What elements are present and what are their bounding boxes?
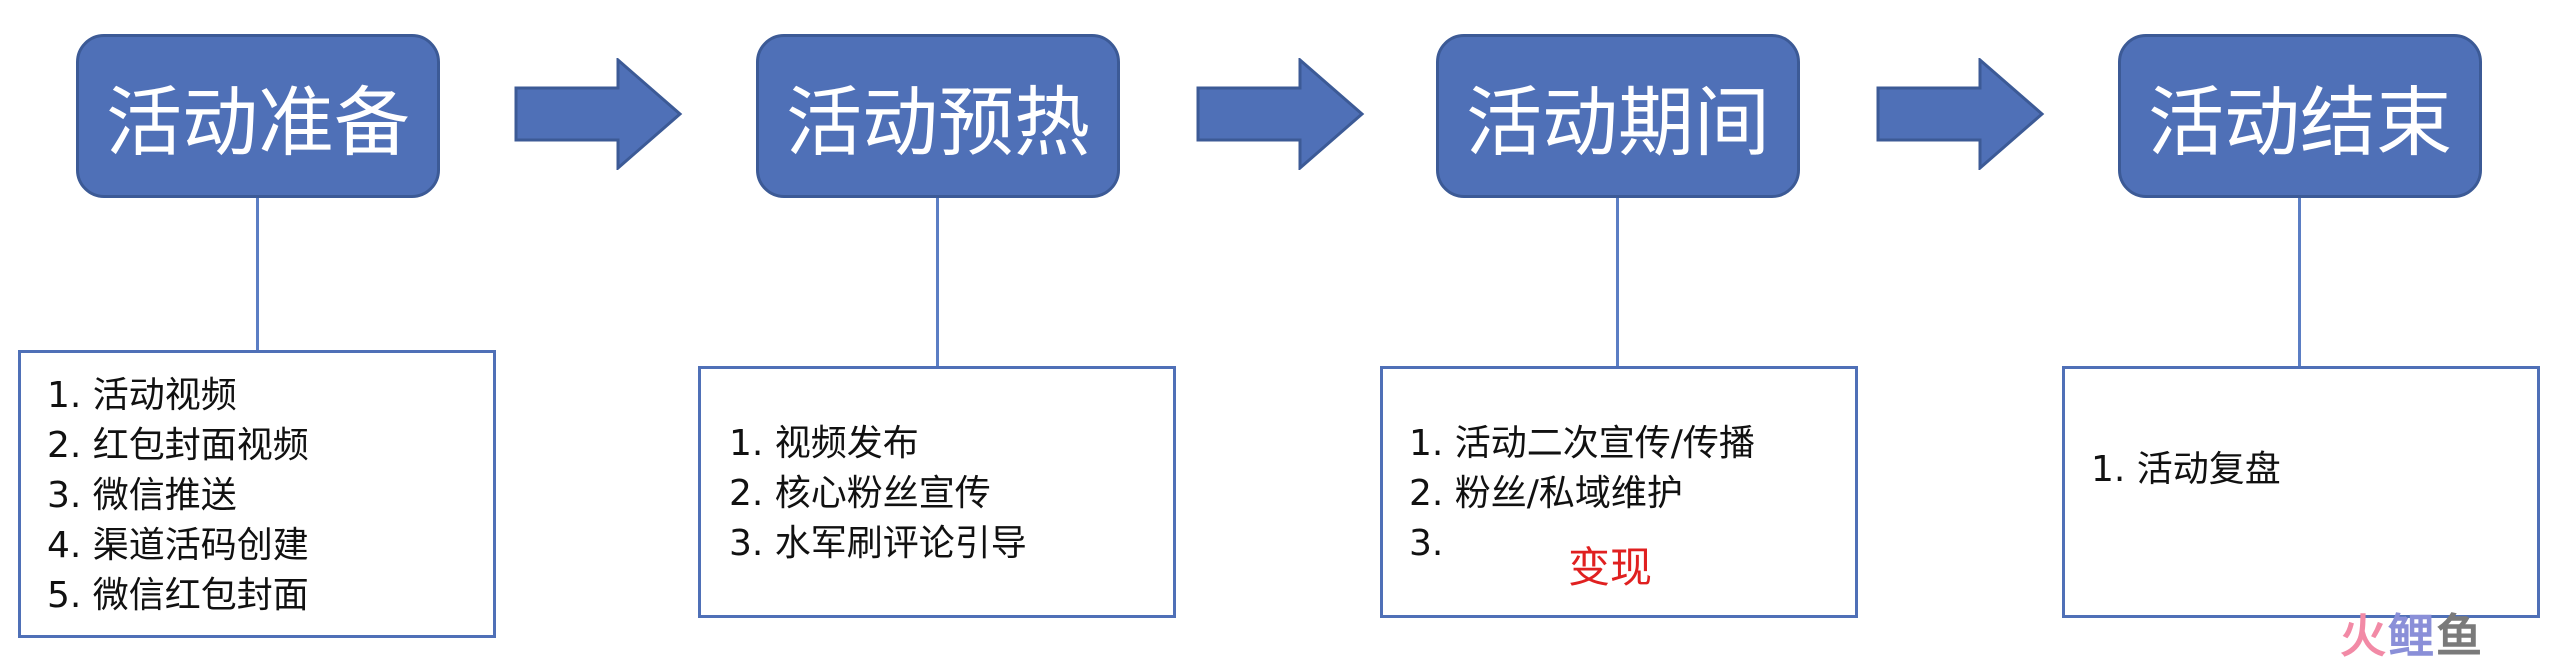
stage-title: 活动预热 bbox=[786, 78, 1090, 167]
connector-line bbox=[936, 198, 939, 366]
flow-arrow-icon bbox=[514, 58, 683, 170]
connector-line bbox=[2298, 198, 2301, 366]
stage-title: 活动准备 bbox=[106, 78, 410, 167]
task-item: 4. 渠道活码创建 bbox=[47, 525, 309, 566]
flow-arrow-icon bbox=[1196, 58, 1365, 170]
task-item: 3. bbox=[1409, 523, 1444, 564]
task-box-during: 1. 活动二次宣传/传播 2. 粉丝/私域维护 3. bbox=[1380, 366, 1858, 618]
task-item: 3. 水军刷评论引导 bbox=[729, 523, 1027, 564]
task-item: 2. 粉丝/私域维护 bbox=[1409, 473, 1683, 514]
stage-box-during: 活动期间 bbox=[1436, 34, 1800, 198]
watermark-logo: 火鲤鱼 bbox=[2340, 600, 2484, 666]
watermark-char: 鲤 bbox=[2388, 609, 2436, 663]
connector-line bbox=[256, 198, 259, 350]
stage-title: 活动期间 bbox=[1466, 78, 1770, 167]
task-item: 2. 红包封面视频 bbox=[47, 425, 309, 466]
task-box-end: 1. 活动复盘 bbox=[2062, 366, 2540, 618]
watermark-char: 火 bbox=[2340, 609, 2388, 663]
task-item: 1. 视频发布 bbox=[729, 423, 919, 464]
stage-title: 活动结束 bbox=[2148, 78, 2452, 167]
task-item: 1. 活动复盘 bbox=[2091, 449, 2281, 490]
watermark-char: 鱼 bbox=[2436, 609, 2484, 663]
monetize-highlight: 变现 bbox=[1568, 543, 1653, 592]
stage-box-warmup: 活动预热 bbox=[756, 34, 1120, 198]
stage-box-preparation: 活动准备 bbox=[76, 34, 440, 198]
task-item: 3. 微信推送 bbox=[47, 475, 237, 516]
flow-arrow-icon bbox=[1876, 58, 2045, 170]
task-item: 1. 活动视频 bbox=[47, 375, 237, 416]
stage-box-end: 活动结束 bbox=[2118, 34, 2482, 198]
task-item: 2. 核心粉丝宣传 bbox=[729, 473, 991, 514]
connector-line bbox=[1616, 198, 1619, 366]
task-item: 1. 活动二次宣传/传播 bbox=[1409, 423, 1755, 464]
task-item: 5. 微信红包封面 bbox=[47, 575, 309, 616]
task-box-warmup: 1. 视频发布 2. 核心粉丝宣传 3. 水军刷评论引导 bbox=[698, 366, 1176, 618]
task-box-preparation: 1. 活动视频 2. 红包封面视频 3. 微信推送 4. 渠道活码创建 5. 微… bbox=[18, 350, 496, 638]
